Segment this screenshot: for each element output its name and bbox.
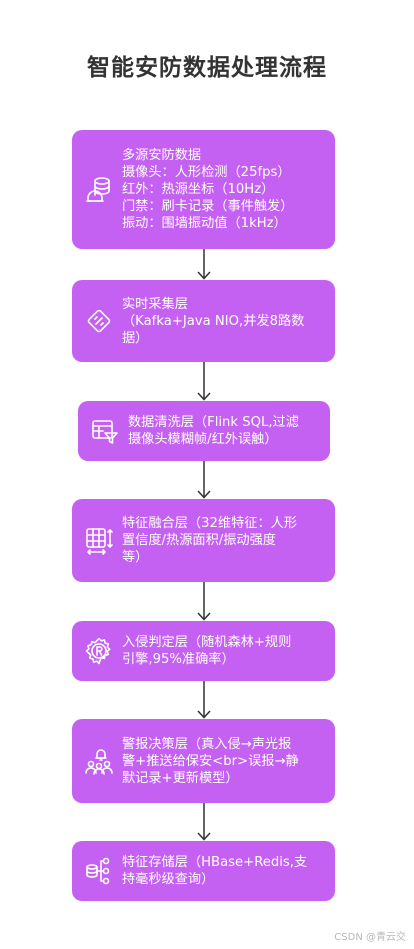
flow-node-intrusion-judgment: 入侵判定层（随机森林+规则 引擎,95%准确率）	[72, 621, 335, 681]
flow-arrow	[197, 803, 211, 841]
flow-node-alarm-decision: 警报决策层（真入侵→声光报 警+推送给保安<br>误报→静 默记录+更新模型）	[72, 719, 335, 803]
flow-arrow	[197, 681, 211, 719]
flow-node-data-sources: 多源安防数据 摄像头：人形检测（25fps） 红外：热源坐标（10Hz） 门禁：…	[72, 130, 335, 249]
flow-arrow	[197, 461, 211, 499]
flow-node-feature-storage: 特征存储层（HBase+Redis,支 持毫秒级查询）	[72, 841, 335, 901]
database-helmet-icon	[84, 175, 114, 205]
flow-node-feature-fusion: 特征融合层（32维特征：人形 置信度/热源面积/振动强度 等）	[72, 499, 335, 582]
flow-arrow	[197, 582, 211, 621]
database-network-icon	[84, 856, 114, 886]
table-filter-icon	[90, 416, 120, 446]
flow-node-cleaning: 数据清洗层（Flink SQL,过滤 摄像头模糊帧/红外误触）	[78, 401, 330, 461]
node-text: 数据清洗层（Flink SQL,过滤 摄像头模糊帧/红外误触）	[128, 415, 299, 447]
node-text: 特征存储层（HBase+Redis,支 持毫秒级查询）	[122, 855, 308, 887]
watermark: CSDN @青云交	[334, 932, 406, 943]
diamond-code-icon	[84, 306, 114, 336]
node-text: 警报决策层（真入侵→声光报 警+推送给保安<br>误报→静 默记录+更新模型）	[122, 736, 299, 786]
flow-arrow	[197, 362, 211, 401]
flow-node-ingestion: 实时采集层 （Kafka+Java NIO,并发8路数 据）	[72, 280, 335, 362]
node-text: 特征融合层（32维特征：人形 置信度/热源面积/振动强度 等）	[122, 516, 298, 565]
table-resize-icon	[84, 526, 114, 556]
registered-gear-icon	[84, 636, 114, 666]
node-text: 入侵判定层（随机森林+规则 引擎,95%准确率）	[122, 635, 292, 667]
node-text: 多源安防数据 摄像头：人形检测（25fps） 红外：热源坐标（10Hz） 门禁：…	[122, 148, 294, 231]
flow-arrow	[197, 249, 211, 280]
node-text: 实时采集层 （Kafka+Java NIO,并发8路数 据）	[122, 296, 305, 346]
diagram-title: 智能安防数据处理流程	[87, 55, 327, 81]
people-alarm-icon	[84, 746, 114, 776]
